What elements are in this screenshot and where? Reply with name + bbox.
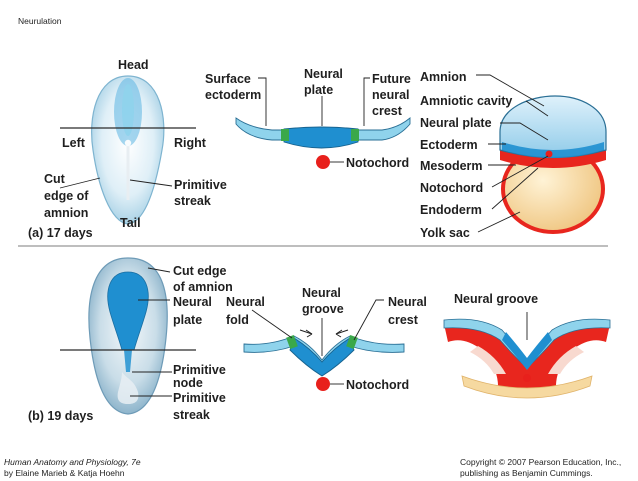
label-mesoderm: Mesoderm	[420, 159, 483, 173]
label-neural-fold-2: fold	[226, 313, 249, 327]
label-future-neural-crest-1: Future	[372, 72, 411, 86]
label-neural-plate-b-1: Neural	[173, 295, 212, 309]
label-tail: Tail	[120, 216, 141, 230]
label-yolk-sac: Yolk sac	[420, 226, 470, 240]
neural-plate-section	[235, 117, 411, 149]
label-primitive-node-2: node	[173, 376, 203, 390]
label-neural-crest-1: Neural	[388, 295, 427, 309]
label-cut-edge-3: amnion	[44, 206, 89, 220]
cross-section-19-days	[443, 318, 611, 399]
label-neural-fold-1: Neural	[226, 295, 265, 309]
neural-groove-section	[243, 334, 405, 377]
label-cut-edge-b-2: of amnion	[173, 280, 233, 294]
footer-copyright: Copyright © 2007 Pearson Education, Inc.…	[460, 457, 622, 467]
label-neural-groove-1: Neural	[302, 286, 341, 300]
label-neural-plate-b-2: plate	[173, 313, 203, 327]
embryo-17-days	[60, 75, 196, 225]
label-surface-ectoderm-2: ectoderm	[205, 88, 262, 102]
label-neural-plate-a-1: Neural	[304, 67, 343, 81]
label-surface-ectoderm-1: Surface	[205, 72, 251, 86]
label-ectoderm: Ectoderm	[420, 138, 478, 152]
figure-title: Neurulation	[18, 16, 62, 26]
label-endoderm: Endoderm	[420, 203, 482, 217]
label-head: Head	[118, 58, 149, 72]
cross-section-17-days	[499, 95, 607, 234]
label-primitive-streak-b-2: streak	[173, 408, 210, 422]
caption-a: (a) 17 days	[28, 226, 93, 240]
label-primitive-streak-a-2: streak	[174, 194, 211, 208]
footer-publisher: publishing as Benjamin Cummings.	[460, 468, 593, 478]
footer-book-title: Human Anatomy and Physiology, 7e	[4, 457, 141, 467]
label-primitive-streak-a-1: Primitive	[174, 178, 227, 192]
notochord-b	[316, 377, 330, 391]
label-primitive-node-1: Primitive	[173, 363, 226, 377]
label-neural-crest-2: crest	[388, 313, 418, 327]
label-neural-plate-xs: Neural plate	[420, 116, 492, 130]
label-notochord-b: Notochord	[346, 378, 410, 392]
footer-authors: by Elaine Marieb & Katja Hoehn	[4, 468, 125, 478]
label-future-neural-crest-2: neural	[372, 88, 410, 102]
notochord-a	[316, 155, 330, 169]
label-neural-groove-xs: Neural groove	[454, 292, 539, 306]
label-neural-plate-a-2: plate	[304, 83, 334, 97]
caption-b: (b) 19 days	[28, 409, 94, 423]
label-cut-edge-1: Cut	[44, 172, 65, 186]
label-amniotic-cavity: Amniotic cavity	[420, 94, 513, 108]
label-cut-edge-b-1: Cut edge	[173, 264, 227, 278]
label-cut-edge-2: edge of	[44, 189, 89, 203]
label-future-neural-crest-3: crest	[372, 104, 402, 118]
label-amnion: Amnion	[420, 70, 467, 84]
embryo-19-days	[60, 257, 196, 415]
label-primitive-streak-b-1: Primitive	[173, 391, 226, 405]
label-notochord-a: Notochord	[346, 156, 410, 170]
label-notochord-xs: Notochord	[420, 181, 484, 195]
label-left: Left	[62, 136, 85, 150]
label-right: Right	[174, 136, 206, 150]
label-neural-groove-2: groove	[302, 302, 344, 316]
